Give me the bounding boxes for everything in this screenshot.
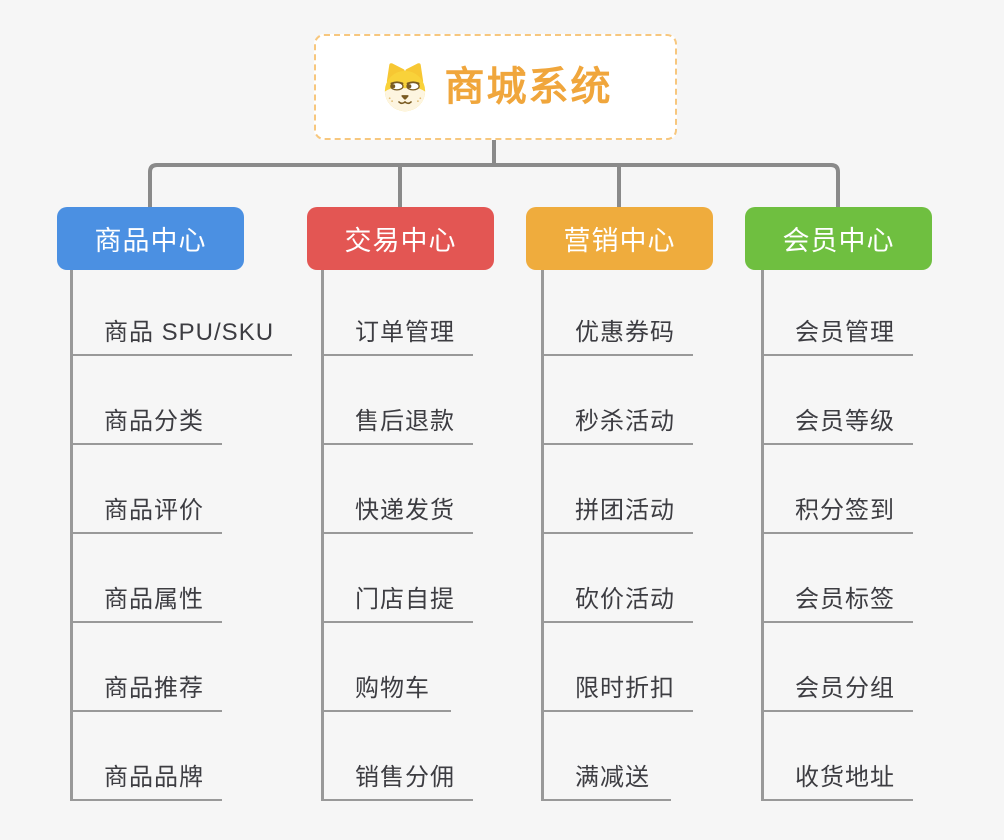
trunk-line-product (70, 270, 73, 801)
branch-node-trade-center[interactable]: 交易中心 (307, 207, 494, 270)
leaf-node-express-delivery[interactable]: 快递发货 (321, 490, 473, 534)
leaf-node-bargain-activity[interactable]: 砍价活动 (541, 579, 693, 623)
leaf-node-shipping-address[interactable]: 收货地址 (761, 757, 913, 801)
branch-node-product-center[interactable]: 商品中心 (57, 207, 244, 270)
leaf-node-order-management[interactable]: 订单管理 (321, 312, 473, 356)
leaf-node-member-tags[interactable]: 会员标签 (761, 579, 913, 623)
leaf-node-member-level[interactable]: 会员等级 (761, 401, 913, 445)
leaf-node-sales-commission[interactable]: 销售分佣 (321, 757, 473, 801)
leaf-node-store-pickup[interactable]: 门店自提 (321, 579, 473, 623)
leaf-node-product-attribute[interactable]: 商品属性 (70, 579, 222, 623)
trunk-line-marketing (541, 270, 544, 801)
leaf-node-spend-save[interactable]: 满减送 (541, 757, 671, 801)
leaf-node-limited-time-discount[interactable]: 限时折扣 (541, 668, 693, 712)
leaf-node-points-checkin[interactable]: 积分签到 (761, 490, 913, 534)
leaf-node-member-management[interactable]: 会员管理 (761, 312, 913, 356)
root-node[interactable]: 商城系统 (314, 34, 677, 140)
branch-node-member-center[interactable]: 会员中心 (745, 207, 932, 270)
leaf-node-shopping-cart[interactable]: 购物车 (321, 668, 451, 712)
leaf-node-flash-sale[interactable]: 秒杀活动 (541, 401, 693, 445)
dog-face-icon (384, 63, 425, 112)
leaf-node-product-brand[interactable]: 商品品牌 (70, 757, 222, 801)
leaf-node-aftersale-refund[interactable]: 售后退款 (321, 401, 473, 445)
leaf-node-group-buy[interactable]: 拼团活动 (541, 490, 693, 534)
leaf-node-product-category[interactable]: 商品分类 (70, 401, 222, 445)
leaf-node-product-recommend[interactable]: 商品推荐 (70, 668, 222, 712)
leaf-node-member-groups[interactable]: 会员分组 (761, 668, 913, 712)
leaf-node-product-review[interactable]: 商品评价 (70, 490, 222, 534)
branch-node-marketing-center[interactable]: 营销中心 (526, 207, 713, 270)
root-title: 商城系统 (444, 65, 613, 109)
leaf-node-product-spu-sku[interactable]: 商品 SPU/SKU (70, 312, 293, 356)
trunk-line-member (761, 270, 764, 801)
leaf-node-coupon-code[interactable]: 优惠券码 (541, 312, 693, 356)
trunk-line-trade (321, 270, 324, 801)
